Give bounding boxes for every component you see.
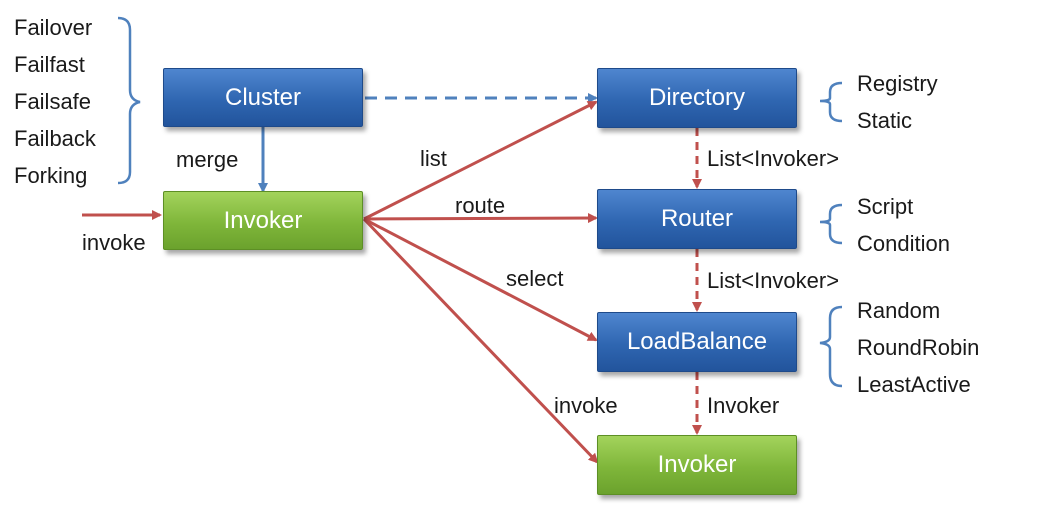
cluster-strategy-item: Failsafe xyxy=(14,89,92,114)
router-type-item: Script xyxy=(857,194,914,219)
list-label: list xyxy=(420,146,447,171)
cluster-box: Cluster xyxy=(163,68,363,127)
loadbalance-types-list: Random RoundRobin LeastActive xyxy=(857,292,979,403)
cluster-strategy-item: Forking xyxy=(14,163,88,188)
directory-type-item: Registry xyxy=(857,71,938,96)
invoker-main-box-label: Invoker xyxy=(223,206,303,234)
list-arrow xyxy=(363,100,598,221)
router-box-label: Router xyxy=(660,205,734,232)
loadbalance-to-invoker-label: Invoker xyxy=(707,393,780,418)
select-label: select xyxy=(506,266,564,291)
route-arrow xyxy=(363,213,598,224)
loadbalance-box: LoadBalance xyxy=(597,312,797,372)
route-label: route xyxy=(455,193,506,218)
select-arrow xyxy=(363,217,598,342)
invoker-target-box: Invoker xyxy=(597,435,797,495)
cluster-strategy-item: Failfast xyxy=(14,52,85,77)
loadbalance-type-item: Random xyxy=(857,298,941,323)
invoker-target-box-label: Invoker xyxy=(657,451,737,478)
directory-to-router-label: List<Invoker> xyxy=(707,146,840,171)
directory-types-bracket xyxy=(819,81,843,123)
router-to-loadbalance-label: List<Invoker> xyxy=(707,268,840,293)
router-box: Router xyxy=(597,189,797,249)
merge-label: merge xyxy=(176,147,239,172)
loadbalance-box-label: LoadBalance xyxy=(626,328,768,355)
loadbalance-type-item: RoundRobin xyxy=(857,335,980,360)
invoke-out-label: invoke xyxy=(554,393,618,418)
invoker-main-box: Invoker xyxy=(163,191,363,250)
cluster-strategy-item: Failback xyxy=(14,126,96,151)
invoke-in-label: invoke xyxy=(82,230,146,255)
router-types-list: Script Condition xyxy=(857,188,950,262)
cluster-strategy-item: Failover xyxy=(14,15,93,40)
directory-box-label: Directory xyxy=(648,84,745,111)
directory-types-list: Registry Static xyxy=(857,65,938,139)
loadbalance-types-bracket xyxy=(819,305,843,388)
cluster-strategies-bracket xyxy=(117,16,141,185)
loadbalance-type-item: LeastActive xyxy=(857,372,971,397)
router-types-bracket xyxy=(819,203,843,245)
invoke-out-arrow xyxy=(362,217,599,464)
directory-type-item: Static xyxy=(857,108,913,133)
router-type-item: Condition xyxy=(857,231,950,256)
cluster-strategies-list: Failover Failfast Failsafe Failback Fork… xyxy=(14,9,96,194)
cluster-box-label: Cluster xyxy=(224,83,302,111)
directory-box: Directory xyxy=(597,68,797,128)
